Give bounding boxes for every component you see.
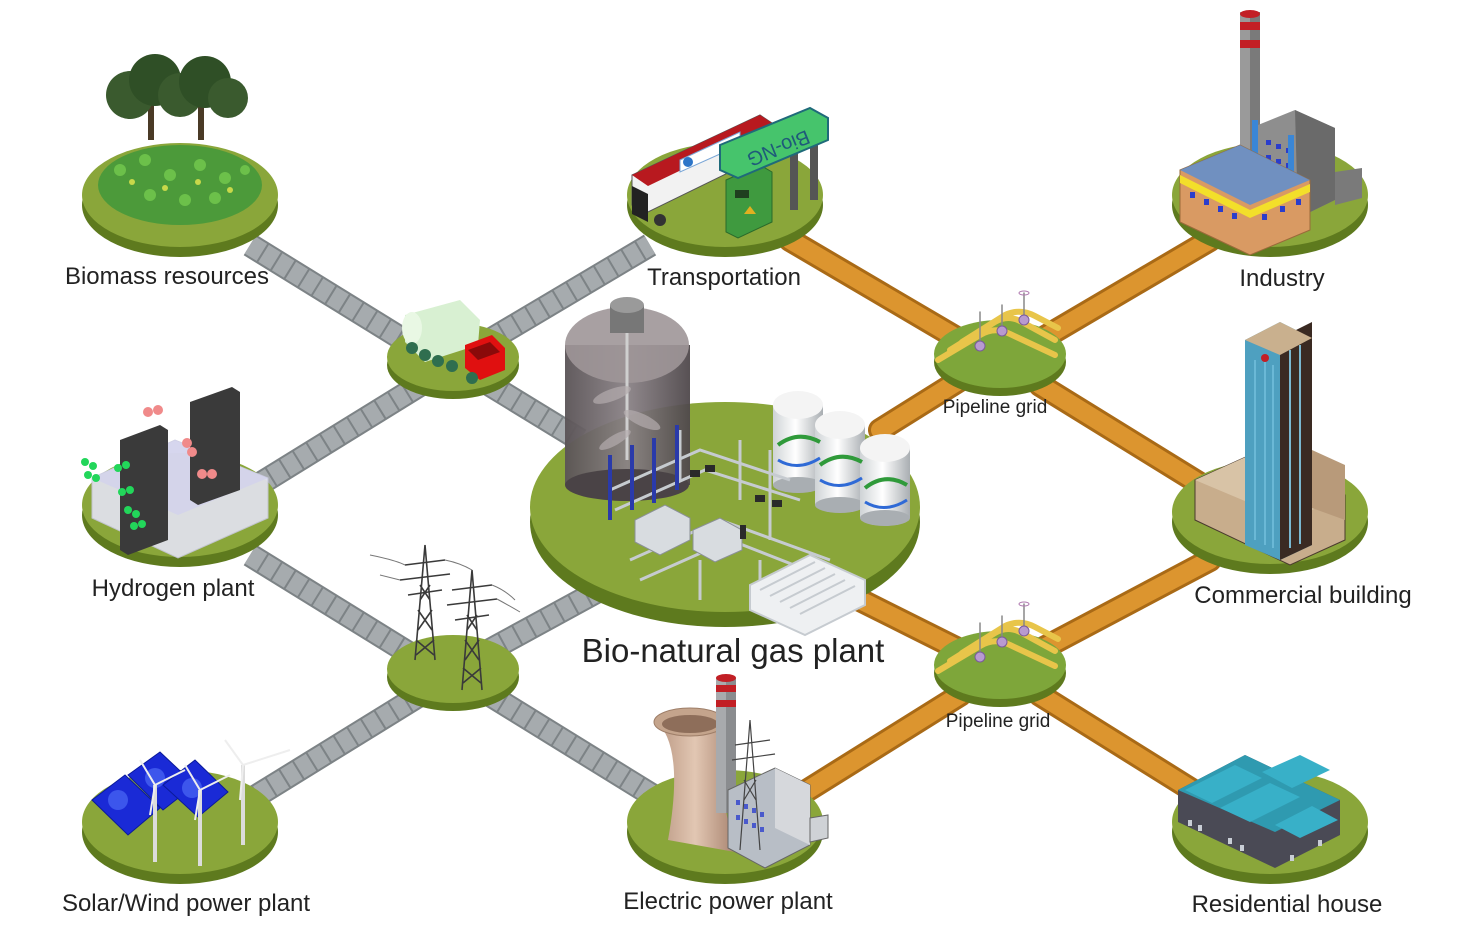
factory-icon <box>1179 10 1362 256</box>
label-hydrogen: Hydrogen plant <box>92 575 255 602</box>
label-electric: Electric power plant <box>623 888 833 915</box>
solar-wind-icon <box>91 739 291 866</box>
road-power-solar <box>243 684 427 811</box>
trees-crops-icon <box>98 54 262 225</box>
electrolyzer-icon <box>81 387 269 559</box>
road-truck-hydrogen <box>243 374 427 501</box>
label-transportation: Transportation <box>647 264 801 291</box>
road-hydrogen-power <box>243 544 427 671</box>
tanker-truck-icon <box>402 300 505 384</box>
road-truck-transportation <box>483 234 657 351</box>
houses-icon <box>1178 755 1340 868</box>
pipe-central-grid2 <box>848 588 972 662</box>
road-biomass-truck <box>243 234 427 361</box>
pipe-grid-industry <box>1028 228 1222 352</box>
pipe-grid-central <box>868 368 972 442</box>
pipe-grid-commercial <box>1028 373 1222 502</box>
skyscraper-icon <box>1194 322 1346 566</box>
road-power-electric <box>483 684 667 811</box>
road-connections <box>243 234 667 811</box>
road-power-central <box>484 579 606 661</box>
gas-storage-tanks <box>773 391 910 526</box>
labels: Biomass resources Transportation Industr… <box>62 263 1412 918</box>
label-residential: Residential house <box>1192 891 1383 918</box>
label-industry: Industry <box>1239 265 1324 292</box>
digester-plant-icon <box>565 297 910 637</box>
pipe-transport-grid <box>778 228 972 352</box>
cooling-tower-icon <box>653 674 829 869</box>
pipeline-connections <box>778 228 1222 807</box>
label-pipeline-grid-bottom: Pipeline grid <box>946 711 1051 732</box>
platform-power-hub <box>387 635 519 711</box>
label-commercial: Commercial building <box>1194 582 1411 609</box>
pipeline-valve-icon-bottom <box>935 601 1061 674</box>
label-solar-wind: Solar/Wind power plant <box>62 890 310 917</box>
label-pipeline-grid-top: Pipeline grid <box>943 397 1048 418</box>
label-biomass: Biomass resources <box>65 263 269 290</box>
label-central: Bio-natural gas plant <box>582 632 885 669</box>
membrane-module-grid <box>749 553 866 637</box>
pipeline-valve-icon-top <box>935 290 1061 363</box>
transmission-tower-icon <box>369 544 521 691</box>
pipe-grid2-commercial <box>1028 548 1222 662</box>
pipe-grid2-electric <box>788 683 972 807</box>
pipe-grid2-residential <box>1028 683 1212 807</box>
